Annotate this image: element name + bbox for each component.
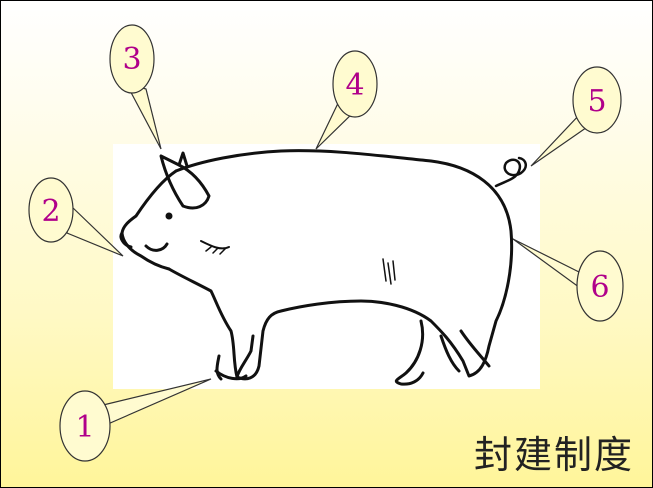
callout-2-label: 2	[41, 194, 60, 229]
pig-drawing	[119, 149, 527, 386]
slide-caption: 封建制度	[473, 433, 634, 477]
callout-5: 5	[530, 66, 622, 167]
pig-head	[120, 169, 178, 271]
pig-back-leg	[394, 319, 425, 386]
pig-front-leg	[235, 334, 255, 379]
pig-body	[167, 149, 514, 381]
callout-1: 1	[59, 378, 212, 462]
callout-3: 3	[109, 24, 162, 150]
pig-eye	[165, 212, 173, 220]
callout-3-label: 3	[122, 42, 141, 77]
pig-tail	[494, 156, 527, 188]
callout-4-label: 4	[345, 68, 364, 103]
callout-6: 6	[512, 238, 624, 322]
callout-6-label: 6	[590, 270, 609, 305]
callout-2: 2	[28, 177, 124, 257]
callout-5-label: 5	[587, 84, 606, 119]
pig-mouth	[144, 242, 169, 252]
pig-snout	[119, 231, 133, 249]
pig-illustration-panel	[113, 144, 540, 389]
callout-1-label: 1	[75, 410, 94, 445]
callout-4: 4	[315, 50, 378, 150]
pig-ear	[159, 154, 211, 210]
